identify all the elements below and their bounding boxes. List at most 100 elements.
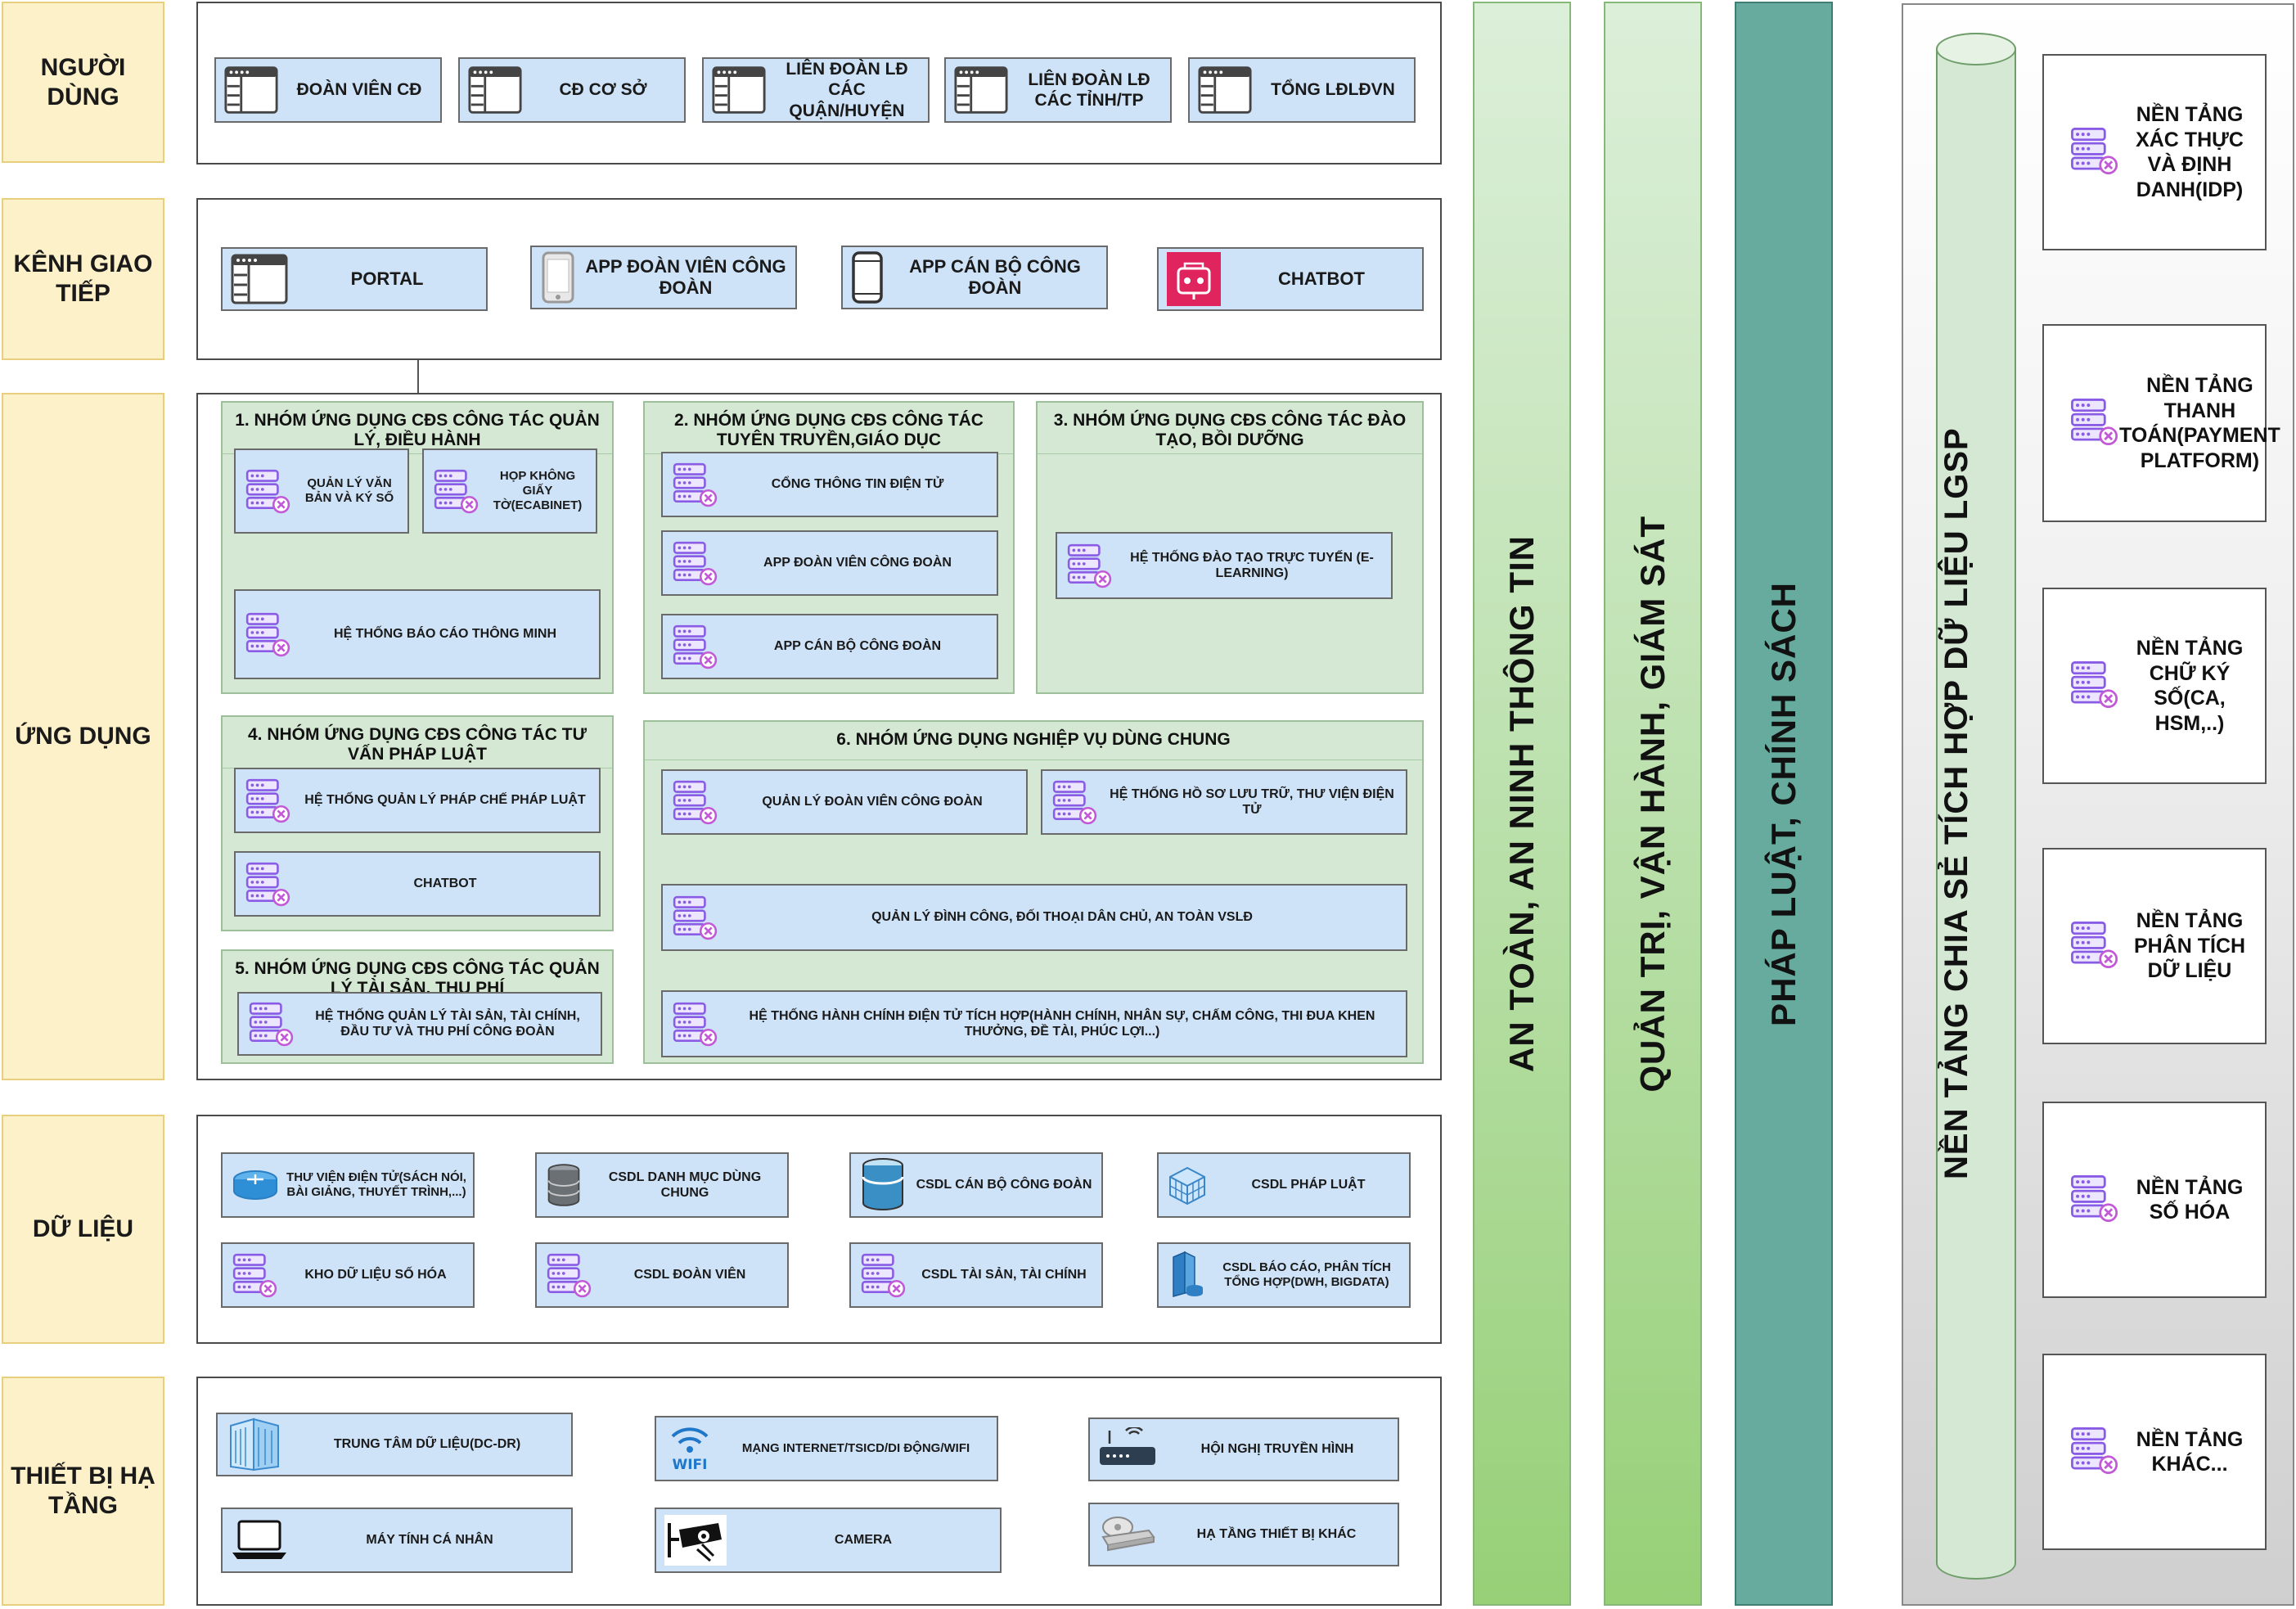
data-label: CSDL DANH MỤC DÙNG CHUNG — [608, 1170, 762, 1200]
user-ldld-quan-huyen[interactable]: LIÊN ĐOÀN LĐ CÁC QUẬN/HUYỆN — [702, 57, 930, 123]
cube-grid-icon — [1167, 1165, 1208, 1206]
channel-app-can-bo[interactable]: APP CÁN BỘ CÔNG ĐOÀN — [841, 246, 1108, 309]
infra-label: HỘI NGHỊ TRUYỀN HÌNH — [1200, 1442, 1354, 1457]
user-label: CĐ CƠ SỞ — [559, 80, 647, 100]
platform-chu-ky-so[interactable]: NỀN TẢNG CHỮ KÝ SỐ(CA, HSM,..) — [2042, 588, 2267, 784]
server-icon — [244, 860, 291, 908]
infra-label: MÁY TÍNH CÁ NHÂN — [366, 1533, 493, 1548]
infra-label: TRUNG TÂM DỮ LIỆU(DC-DR) — [333, 1437, 521, 1452]
data-phap-luat[interactable]: CSDL PHÁP LUẬT — [1157, 1152, 1411, 1218]
infra-thiet-bi-khac[interactable]: HẠ TẦNG THIẾT BỊ KHÁC — [1088, 1503, 1399, 1566]
app-hanh-chinh-dien-tu[interactable]: HỆ THỐNG HÀNH CHÍNH ĐIỆN TỬ TÍCH HỢP(HÀN… — [661, 990, 1407, 1057]
app-dinh-cong[interactable]: QUẢN LÝ ĐÌNH CÔNG, ĐỐI THOẠI DÂN CHỦ, AN… — [661, 884, 1407, 951]
app-label: HỆ THỐNG HÀNH CHÍNH ĐIỆN TỬ TÍCH HỢP(HÀN… — [749, 1008, 1375, 1039]
column-label: QUẢN TRỊ, VẬN HÀNH, GIÁM SÁT — [1633, 515, 1672, 1093]
app-label: APP CÁN BỘ CÔNG ĐOÀN — [773, 639, 942, 654]
server-icon — [2069, 396, 2119, 451]
infra-hoi-nghi-truyen-hinh[interactable]: HỘI NGHỊ TRUYỀN HÌNH — [1088, 1417, 1399, 1481]
layer-users-text: NGƯỜI DÙNG — [40, 53, 126, 110]
data-danh-muc-dung-chung[interactable]: CSDL DANH MỤC DÙNG CHUNG — [535, 1152, 789, 1218]
channel-app-doan-vien[interactable]: APP ĐOÀN VIÊN CÔNG ĐOÀN — [530, 246, 797, 309]
column-label: AN TOÀN, AN NINH THÔNG TIN — [1502, 535, 1541, 1072]
user-label: ĐOÀN VIÊN CĐ — [296, 80, 422, 100]
channel-portal[interactable]: PORTAL — [221, 247, 488, 311]
user-doan-vien-cd[interactable]: ĐOÀN VIÊN CĐ — [214, 57, 442, 123]
data-can-bo-cong-doan[interactable]: CSDL CÁN BỘ CÔNG ĐOÀN — [849, 1152, 1103, 1218]
infra-may-tinh-ca-nhan[interactable]: MÁY TÍNH CÁ NHÂN — [221, 1508, 573, 1573]
chatbot-robot-icon — [1167, 252, 1221, 306]
channel-label: APP ĐOÀN VIÊN CÔNG ĐOÀN — [585, 255, 786, 298]
user-label: LIÊN ĐOÀN LĐ CÁC QUẬN/HUYỆN — [786, 60, 908, 120]
group-title: 2. NHÓM ỨNG DỤNG CĐS CÔNG TÁC TUYÊN TRUY… — [674, 411, 984, 450]
app-ecabinet[interactable]: HỌP KHÔNG GIẤY TỜ(ECABINET) — [422, 448, 597, 534]
group-divider — [645, 759, 1422, 760]
platform-phan-tich-du-lieu[interactable]: NỀN TẢNG PHÂN TÍCH DỮ LIỆU — [2042, 848, 2267, 1044]
app-label: CHATBOT — [413, 877, 477, 891]
browser-window-icon — [224, 65, 278, 115]
user-label: TỔNG LĐLĐVN — [1271, 80, 1395, 100]
infra-trung-tam-du-lieu[interactable]: TRUNG TÂM DỮ LIỆU(DC-DR) — [216, 1413, 573, 1476]
cctv-camera-icon — [664, 1515, 727, 1566]
data-tai-san-tai-chinh[interactable]: CSDL TÀI SẢN, TÀI CHÍNH — [849, 1242, 1103, 1308]
wifi-icon: WIFI — [664, 1425, 715, 1472]
user-ldld-tinh-tp[interactable]: LIÊN ĐOÀN LĐ CÁC TỈNH/TP — [944, 57, 1172, 123]
app-ho-so-luu-tru[interactable]: HỆ THỐNG HỒ SƠ LƯU TRỮ, THƯ VIỆN ĐIỆN TỬ — [1041, 769, 1407, 835]
router-icon — [1098, 1427, 1157, 1472]
app-label: QUẢN LÝ ĐÌNH CÔNG, ĐỐI THOẠI DÂN CHỦ, AN… — [871, 910, 1253, 925]
app-label: APP ĐOÀN VIÊN CÔNG ĐOÀN — [763, 556, 952, 570]
app-app-can-bo[interactable]: APP CÁN BỘ CÔNG ĐOÀN — [661, 614, 998, 679]
infra-mang-internet[interactable]: WIFI MẠNG INTERNET/TSICD/DI ĐỘNG/WIFI — [655, 1416, 998, 1481]
server-icon — [2069, 1173, 2119, 1228]
app-label: QUẢN LÝ ĐOÀN VIÊN CÔNG ĐOÀN — [762, 795, 983, 809]
infra-label: CAMERA — [834, 1533, 893, 1548]
layer-apps-label: ỨNG DỤNG — [2, 393, 164, 1080]
app-label: HỆ THỐNG BÁO CÁO THÔNG MINH — [334, 627, 556, 642]
app-quan-ly-tai-san[interactable]: HỆ THỐNG QUẢN LÝ TÀI SẢN, TÀI CHÍNH, ĐẦU… — [237, 992, 602, 1056]
hard-drive-icon — [1098, 1512, 1155, 1557]
server-icon — [671, 539, 718, 587]
app-quan-ly-van-ban[interactable]: QUẢN LÝ VĂN BẢN VÀ KÝ SỐ — [234, 448, 409, 534]
platform-label: NỀN TẢNG CHỮ KÝ SỐ(CA, HSM,..) — [2136, 637, 2244, 735]
column-an-toan-thong-tin: AN TOÀN, AN NINH THÔNG TIN — [1473, 2, 1571, 1606]
app-e-learning[interactable]: HỆ THỐNG ĐÀO TẠO TRỰC TUYẾN (E-LEARNING) — [1056, 532, 1393, 599]
server-icon — [2069, 659, 2119, 714]
platform-idp[interactable]: NỀN TẢNG XÁC THỰC VÀ ĐỊNH DANH(IDP) — [2042, 54, 2267, 250]
app-phap-che[interactable]: HỆ THỐNG QUẢN LÝ PHÁP CHẾ PHÁP LUẬT — [234, 768, 601, 833]
app-app-doan-vien[interactable]: APP ĐOÀN VIÊN CÔNG ĐOÀN — [661, 530, 998, 596]
server-icon — [1065, 542, 1113, 589]
browser-window-icon — [712, 65, 766, 115]
server-icon — [244, 777, 291, 824]
data-doan-vien[interactable]: CSDL ĐOÀN VIÊN — [535, 1242, 789, 1308]
user-tong-ldldvn[interactable]: TỔNG LĐLĐVN — [1188, 57, 1416, 123]
layer-data-label: DỮ LIỆU — [2, 1115, 164, 1344]
app-chatbot[interactable]: CHATBOT — [234, 851, 601, 917]
server-icon — [671, 623, 718, 670]
infra-camera[interactable]: CAMERA — [655, 1508, 1002, 1573]
server-icon — [859, 1251, 907, 1299]
app-bao-cao-thong-minh[interactable]: HỆ THỐNG BÁO CÁO THÔNG MINH — [234, 589, 601, 679]
layer-channels-label: KÊNH GIAO TIẾP — [2, 198, 164, 360]
user-cd-co-so[interactable]: CĐ CƠ SỞ — [458, 57, 686, 123]
group-divider — [223, 453, 612, 454]
data-label: CSDL ĐOÀN VIÊN — [633, 1268, 746, 1282]
data-bao-cao-dwh[interactable]: CSDL BÁO CÁO, PHÂN TÍCH TỔNG HỢP(DWH, BI… — [1157, 1242, 1411, 1308]
channel-label: CHATBOT — [1278, 268, 1365, 289]
channel-chatbot[interactable]: CHATBOT — [1157, 247, 1424, 311]
data-thu-vien-dien-tu[interactable]: THƯ VIỆN ĐIỆN TỬ(SÁCH NÓI, BÀI GIẢNG, TH… — [221, 1152, 475, 1218]
platform-label: NỀN TẢNG XÁC THỰC VÀ ĐỊNH DANH(IDP) — [2136, 103, 2244, 201]
tablet-phone-icon — [851, 251, 884, 304]
platform-khac[interactable]: NỀN TẢNG KHÁC... — [2042, 1354, 2267, 1550]
group-title: 4. NHÓM ỨNG DỤNG CĐS CÔNG TÁC TƯ VẤN PHÁ… — [247, 725, 587, 764]
browser-window-icon — [231, 254, 288, 304]
platform-so-hoa[interactable]: NỀN TẢNG SỐ HÓA — [2042, 1102, 2267, 1298]
app-label: QUẢN LÝ VĂN BẢN VÀ KÝ SỐ — [304, 476, 394, 505]
data-kho-du-lieu[interactable]: KHO DỮ LIỆU SỐ HÓA — [221, 1242, 475, 1308]
group-divider — [1038, 453, 1422, 454]
app-label: HỆ THỐNG ĐÀO TẠO TRỰC TUYẾN (E-LEARNING) — [1130, 550, 1374, 580]
app-cong-thong-tin[interactable]: CỔNG THÔNG TIN ĐIỆN TỬ — [661, 452, 998, 517]
platform-payment[interactable]: NỀN TẢNG THANH TOÁN(PAYMENT PLATFORM) — [2042, 324, 2280, 522]
server-icon — [2069, 919, 2119, 974]
app-quan-ly-doan-vien[interactable]: QUẢN LÝ ĐOÀN VIÊN CÔNG ĐOÀN — [661, 769, 1028, 835]
data-label: CSDL PHÁP LUẬT — [1251, 1178, 1366, 1192]
server-icon — [1051, 778, 1098, 826]
